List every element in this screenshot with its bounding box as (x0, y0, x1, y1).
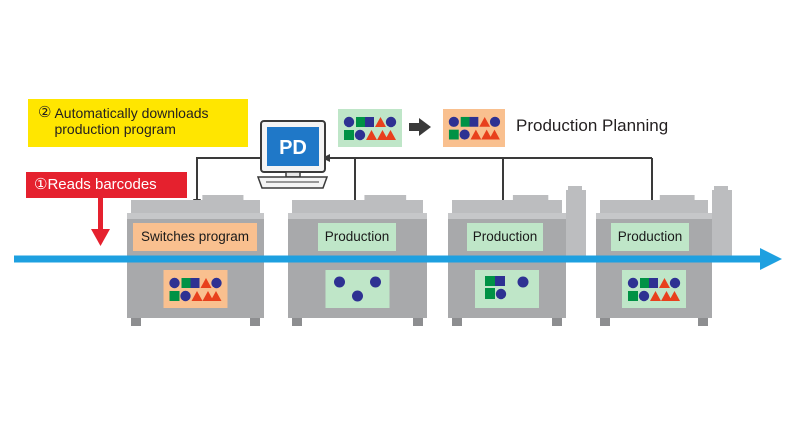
download-line (193, 157, 262, 207)
barcode-arrow (91, 198, 110, 246)
machine-trim (127, 213, 264, 219)
step-number-2: ② (38, 104, 52, 121)
download-line-1: Automatically downloads (54, 105, 209, 121)
barcode-callout: ①Reads barcodes (26, 172, 187, 198)
machine-top (600, 200, 708, 216)
machine-side-cap (714, 186, 728, 192)
red-triangle (366, 130, 377, 140)
machine-panel (163, 270, 228, 308)
machine-1 (127, 195, 264, 326)
green-square (181, 278, 191, 288)
machine-side-unit (566, 190, 586, 260)
machine-foot (698, 318, 708, 326)
blue-circle (334, 276, 345, 288)
blue-circle (343, 116, 355, 128)
machine-foot (600, 318, 610, 326)
production-planning-label: Production Planning (516, 116, 669, 135)
red-triangle (650, 291, 661, 301)
red-triangle (669, 291, 680, 301)
blue-circle (517, 276, 529, 288)
planning-panel-next (443, 109, 505, 147)
blue-circle (448, 116, 459, 127)
red-triangle (191, 291, 203, 301)
machine-top (452, 200, 562, 216)
blue-circle (370, 276, 381, 288)
red-triangle (200, 278, 212, 288)
machine-top (292, 200, 423, 216)
machine-foot (452, 318, 462, 326)
red-triangle (479, 116, 491, 127)
red-triangle (377, 130, 388, 140)
machine-foot (131, 318, 141, 326)
machine-panel (475, 270, 539, 308)
machine-2-label: Production (318, 223, 396, 251)
machine-cap (202, 195, 244, 203)
machine-panel (325, 270, 390, 308)
blue-circle (489, 116, 501, 127)
red-triangle (470, 129, 482, 140)
blue-circle (352, 290, 363, 302)
machine-4-label: Production (611, 223, 689, 251)
red-triangle (661, 291, 672, 301)
machine-foot (552, 318, 562, 326)
blue-square (365, 117, 374, 127)
green-square (460, 116, 470, 127)
machine-1-label: Switches program (133, 223, 257, 251)
red-triangle (202, 291, 214, 301)
conveyor (14, 248, 782, 270)
pd-label: PD (279, 137, 307, 159)
machine-trim (596, 213, 712, 219)
green-square (485, 288, 495, 299)
planning-arrow (409, 118, 431, 136)
blue-circle (459, 129, 470, 140)
machine-cap (364, 195, 407, 203)
machine-3-label: Production (467, 223, 543, 251)
blue-square (649, 278, 658, 288)
blue-circle (180, 290, 191, 302)
red-triangle (659, 278, 670, 288)
machine-side-unit (712, 190, 732, 260)
red-triangle (385, 130, 396, 140)
blue-square (495, 276, 505, 286)
green-square (344, 130, 354, 140)
red-triangle (375, 117, 386, 127)
machine-cap (512, 195, 549, 203)
red-triangle (489, 129, 500, 140)
blue-circle (638, 290, 650, 302)
machine-trim (448, 213, 566, 219)
green-square (628, 291, 638, 301)
blue-circle (354, 129, 366, 141)
green-square (448, 129, 459, 140)
blue-circle (495, 288, 507, 300)
machine-trim (288, 213, 427, 219)
machine-foot (250, 318, 260, 326)
machine-cap (659, 195, 695, 203)
blue-circle (627, 277, 639, 289)
blue-square (190, 278, 200, 288)
red-triangle (210, 291, 222, 301)
machine-top (131, 200, 260, 216)
pd-computer: PD (256, 120, 329, 189)
blue-square (469, 116, 479, 127)
blue-circle (169, 277, 180, 289)
red-triangle (481, 129, 493, 140)
green-square (356, 117, 365, 127)
machine-side-cap (568, 186, 582, 192)
blue-circle (669, 277, 681, 289)
machine-panel (622, 270, 686, 308)
machine-foot (413, 318, 423, 326)
green-square (640, 278, 649, 288)
machine-foot (292, 318, 302, 326)
machines (127, 186, 732, 326)
blue-circle (211, 277, 222, 289)
blue-circle (385, 116, 397, 128)
download-line-2: production program (54, 121, 176, 137)
green-square (485, 276, 495, 286)
green-square (169, 291, 180, 301)
planning-panel-current (338, 109, 402, 147)
